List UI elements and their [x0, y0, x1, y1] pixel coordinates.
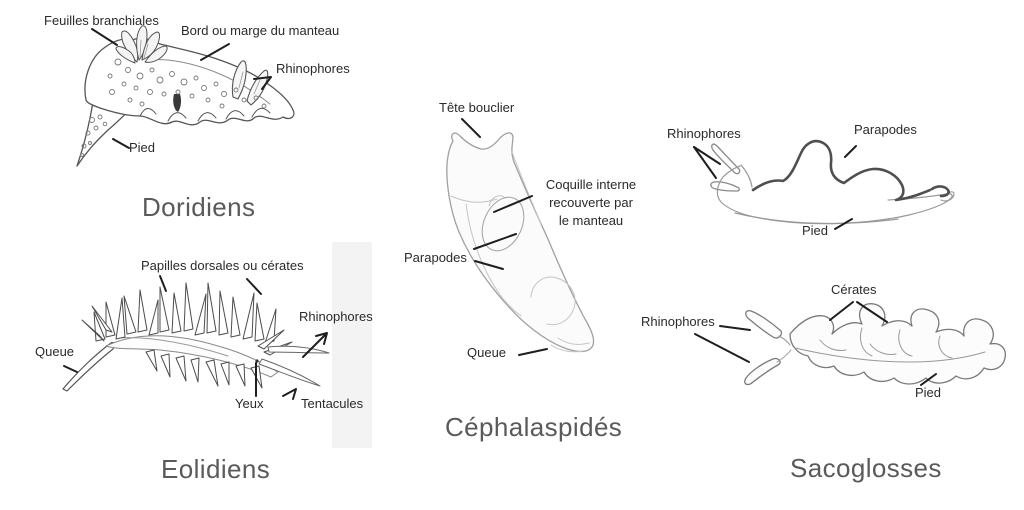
label-rhinophores-doridiens: Rhinophores	[276, 61, 350, 76]
label-parapodes-sacoglosse: Parapodes	[854, 122, 917, 137]
label-pied-doridiens: Pied	[129, 140, 156, 155]
group-title-doridiens: Doridiens	[142, 192, 256, 222]
label-coquille-line1: Coquille interne	[545, 177, 637, 192]
label-parapodes-cephalaspides: Parapodes	[404, 250, 467, 265]
sacoglosse-parapodes-illustration	[693, 139, 955, 230]
label-tentacules: Tentacules	[301, 396, 364, 411]
eolidiens-illustration	[62, 275, 330, 400]
label-rhinophores-sacoglosse-bottom: Rhinophores	[641, 314, 715, 329]
label-tete-bouclier: Tête bouclier	[439, 100, 515, 115]
label-feuilles-branchiales: Feuilles branchiales	[44, 13, 159, 28]
label-bord-manteau: Bord ou marge du manteau	[181, 23, 340, 38]
label-coquille-line2: recouverte par	[549, 195, 633, 210]
cephalaspides-illustration	[446, 118, 595, 356]
label-rhinophores-sacoglosse-top: Rhinophores	[667, 126, 741, 141]
doridiens-illustration	[76, 25, 295, 167]
label-rhinophores-eolidiens: Rhinophores	[299, 309, 373, 324]
sacoglosse-parapodes-leader-lines	[693, 145, 857, 230]
group-title-eolidiens: Eolidiens	[161, 454, 271, 484]
doridiens-leader-lines	[91, 28, 272, 149]
cephalaspides-leader-lines	[461, 118, 548, 356]
internal-shell-outline	[481, 196, 525, 252]
eolidiens-leader-lines	[63, 275, 328, 400]
eye-dot	[255, 359, 259, 363]
label-coquille-line3: le manteau	[558, 213, 624, 228]
label-papilles-dorsales: Papilles dorsales ou cérates	[141, 258, 304, 273]
group-title-cephalaspides: Céphalaspidés	[445, 412, 623, 442]
label-pied-sacoglosse-bottom: Pied	[915, 385, 942, 400]
sacoglosse-cerates-leader-lines	[694, 301, 937, 386]
label-queue-eolidiens: Queue	[35, 344, 75, 359]
label-cerates: Cérates	[831, 282, 877, 297]
group-title-sacoglosses: Sacoglosses	[790, 453, 942, 483]
label-pied-sacoglosse-top: Pied	[802, 223, 829, 238]
label-yeux: Yeux	[235, 396, 264, 411]
background-band	[332, 242, 372, 448]
label-coquille-interne: Coquille interne recouverte par le mante…	[528, 176, 654, 230]
label-queue-cephalaspides: Queue	[467, 345, 507, 360]
sacoglosse-cerates-illustration	[694, 301, 1006, 386]
